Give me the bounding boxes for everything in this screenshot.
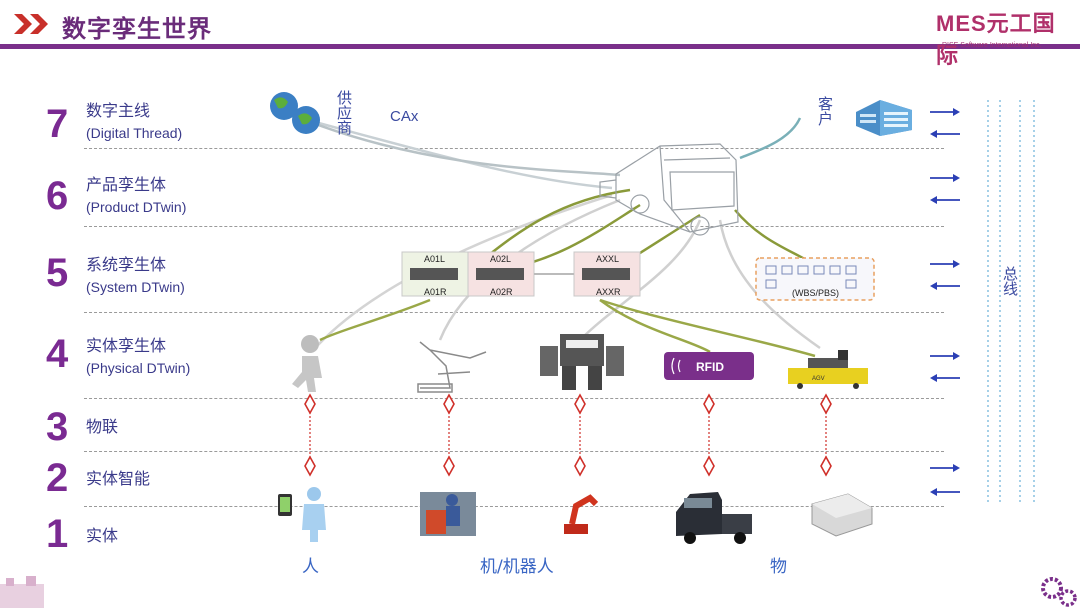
level-4-sub: (Physical DTwin): [86, 360, 191, 376]
decorative-building-icon: [0, 576, 44, 608]
factory-worker-icon: [420, 492, 476, 536]
module-a01r-label: A01R: [424, 287, 447, 297]
module-axxl-label: AXXL: [596, 254, 619, 264]
page-title: 数字孪生世界: [62, 15, 212, 43]
phone-person-icon: [278, 487, 326, 542]
module-group: A01L A01R A02L A02R AXXL AXXR: [401, 251, 641, 297]
diamond-markers: [304, 393, 832, 477]
bottom-label-machine: 机/机器人: [480, 557, 554, 577]
level-separator: [84, 312, 944, 313]
level-separator: [84, 148, 944, 149]
double-chevron-icon: [14, 14, 48, 34]
level-1-name: 实体: [86, 526, 119, 545]
truck-icon: [676, 492, 752, 544]
level-4-number: 4: [46, 332, 69, 376]
level-6-name: 产品孪生体: [86, 175, 167, 194]
wbs-pbs-box: (WBS/PBS): [755, 257, 875, 301]
building-icon: [856, 100, 912, 136]
level-7-number: 7: [46, 102, 69, 146]
bus-label: 总线: [1001, 266, 1019, 296]
level-7-name: 数字主线: [86, 101, 151, 120]
level-3-number: 3: [46, 405, 69, 449]
module-a02l-label: A02L: [490, 254, 511, 264]
level-separator: [84, 506, 944, 507]
header-bar: 数字孪生世界 MES元工国际 RISE Software Internation…: [0, 0, 1080, 68]
module-a02r-label: A02R: [490, 287, 513, 297]
company-logo: MES元工国际 RISE Software International Inc.: [936, 6, 1072, 68]
header-band: [0, 44, 1080, 49]
module-a01l-label: A01L: [424, 254, 445, 264]
bottom-label-person: 人: [302, 557, 319, 577]
level-4-name: 实体孪生体: [86, 336, 167, 355]
iot-connectors: [309, 408, 827, 462]
agv-cart-icon: AGV: [788, 350, 868, 389]
industrial-robot-icon: [564, 494, 599, 534]
level-7-sub: (Digital Thread): [86, 125, 183, 141]
level-5-number: 5: [46, 251, 69, 295]
module-axxr-label: AXXR: [596, 287, 621, 297]
level-5-name: 系统孪生体: [86, 255, 167, 274]
digital-thread-lines: [299, 116, 821, 358]
level-6-sub: (Product DTwin): [86, 199, 187, 215]
agv-label: AGV: [812, 376, 825, 382]
level-separator: [84, 226, 944, 227]
globe-icon: [270, 92, 320, 134]
gear-icon: [1041, 577, 1077, 607]
cax-label: CAx: [390, 108, 419, 125]
customer-label: 客户: [816, 96, 834, 126]
bottom-label-object: 物: [770, 557, 787, 577]
level-5-sub: (System DTwin): [86, 279, 185, 295]
bus-lines: [987, 100, 1035, 504]
level-2-name: 实体智能: [86, 469, 151, 488]
rfid-tag-label: RFID: [696, 360, 724, 374]
level-2-number: 2: [46, 456, 69, 500]
wbs-pbs-label: (WBS/PBS): [792, 288, 839, 298]
rfid-tag-icon: RFID: [664, 352, 754, 380]
truck-wireframe-icon: [599, 143, 739, 236]
agv-vehicle-icon: [811, 493, 873, 537]
logo-text: MES元工国际: [936, 11, 1056, 68]
logo-subtitle: RISE Software International Inc.: [942, 42, 1042, 49]
robot-arm-icon: [417, 341, 487, 393]
exchange-arrows: [930, 108, 960, 496]
level-separator: [84, 398, 944, 399]
level-3-name: 物联: [86, 417, 119, 436]
robot-mech-icon: [540, 334, 624, 390]
level-1-number: 1: [46, 512, 69, 556]
supplier-label: 供应商: [335, 90, 353, 135]
person-figure-icon: [292, 335, 322, 392]
level-separator: [84, 451, 944, 452]
level-6-number: 6: [46, 174, 69, 218]
